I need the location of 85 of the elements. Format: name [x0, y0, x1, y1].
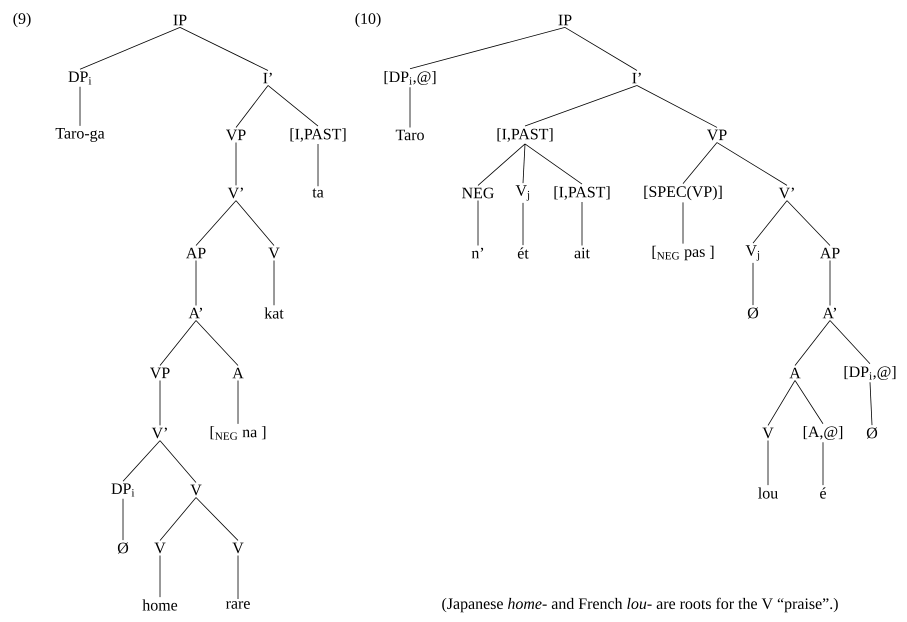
tree-label: [I,PAST]: [497, 128, 553, 142]
tree-label: VP: [706, 130, 727, 140]
tree-label: kat: [264, 307, 284, 319]
tree-label: A: [232, 368, 244, 378]
tree-branch: [160, 440, 196, 483]
tree-label: [A,@]: [804, 426, 842, 440]
tree-label: V$_{j}$: [516, 185, 530, 201]
tree-label: Taro-ga: [56, 128, 104, 142]
tree-label: A’: [822, 308, 836, 318]
tree-label: AP: [186, 248, 206, 258]
tree-label: A: [789, 368, 801, 378]
tree-label: V$_{j}$: [746, 245, 760, 261]
tree-label: [I,PAST]: [290, 128, 346, 142]
tree-branch: [786, 200, 830, 246]
tree-branch: [822, 442, 824, 486]
tree-label: V: [268, 248, 280, 258]
tree-branch: [716, 142, 788, 186]
tree-label: IP: [174, 14, 186, 26]
tree-label: [$_{NEG}$ na ]: [210, 426, 266, 440]
tree-label: ét: [518, 247, 529, 259]
tree-label: Ø: [866, 427, 878, 439]
tree-label: ta: [312, 188, 324, 198]
tree-label: [I,PAST]: [554, 186, 610, 200]
tree-branch: [122, 498, 124, 541]
tree-branch: [236, 85, 268, 128]
tree-label: V’: [778, 188, 794, 198]
tree-branch: [522, 202, 524, 246]
tree-branch: [682, 142, 718, 184]
tree-label: DP$_{i}$: [68, 71, 92, 84]
tree-label: V’: [228, 188, 243, 198]
tree-label: lou: [758, 487, 778, 499]
tree-label: [SPEC(VP)]: [644, 186, 722, 200]
tree-branch: [830, 320, 870, 364]
tree-branch: [794, 380, 824, 424]
tree-label: V: [762, 428, 774, 438]
tree-label: V: [232, 542, 244, 554]
tree-branch: [768, 380, 796, 426]
tree-branch: [752, 200, 788, 244]
tree-branch: [196, 200, 236, 246]
tree-label: [$_{NEG}$ pas ]: [652, 246, 714, 260]
tree-branch: [522, 144, 526, 184]
example-number: (10): [355, 12, 381, 28]
tree-branch: [160, 497, 196, 541]
tree-label: NEG: [462, 188, 494, 198]
tree-branch: [410, 27, 566, 70]
tree-branch: [80, 27, 180, 70]
tree-label: VP: [150, 368, 170, 378]
tree-branch: [564, 27, 638, 71]
tree-label: [DP$_{i}$,@]: [844, 366, 896, 380]
tree-branch: [196, 320, 238, 366]
tree-label: rare: [226, 601, 250, 609]
tree-branch: [636, 85, 718, 128]
tree-label: Ø: [748, 307, 758, 319]
tree-label: V: [190, 484, 202, 496]
tree-branch: [524, 144, 582, 184]
tree-label: n’: [472, 248, 484, 258]
tree-branch: [236, 200, 274, 246]
tree-label: é: [820, 487, 826, 499]
tree-label: Ø: [118, 542, 128, 554]
tree-label: DP$_{i}$: [111, 483, 134, 496]
tree-label: Taro: [396, 130, 424, 140]
tree-branch: [160, 320, 196, 366]
tree-branch: [196, 497, 238, 541]
tree-label: [DP$_{i}$,@]: [384, 70, 436, 86]
caption-note: (Japanese home- and French lou- are roots for the V “praise”.): [442, 598, 838, 612]
tree-branch: [794, 320, 830, 366]
tree-label: VP: [226, 130, 246, 140]
tree-branch: [524, 85, 638, 126]
tree-label: home: [142, 599, 178, 611]
tree-branch: [752, 262, 754, 306]
tree-branch: [478, 144, 526, 186]
tree-label: ait: [574, 248, 590, 258]
example-number: (9): [13, 12, 31, 28]
tree-branch: [870, 382, 872, 426]
tree-label: A’: [188, 308, 202, 318]
tree-branch: [682, 202, 684, 244]
tree-label: I’: [263, 72, 272, 84]
tree-label: V’: [152, 428, 167, 438]
tree-label: IP: [558, 14, 572, 26]
tree-branch: [180, 27, 268, 71]
tree-branch: [268, 85, 318, 126]
tree-label: V: [154, 542, 166, 554]
tree-branch: [122, 440, 160, 482]
tree-label: I’: [632, 72, 641, 84]
tree-label: AP: [820, 248, 840, 258]
